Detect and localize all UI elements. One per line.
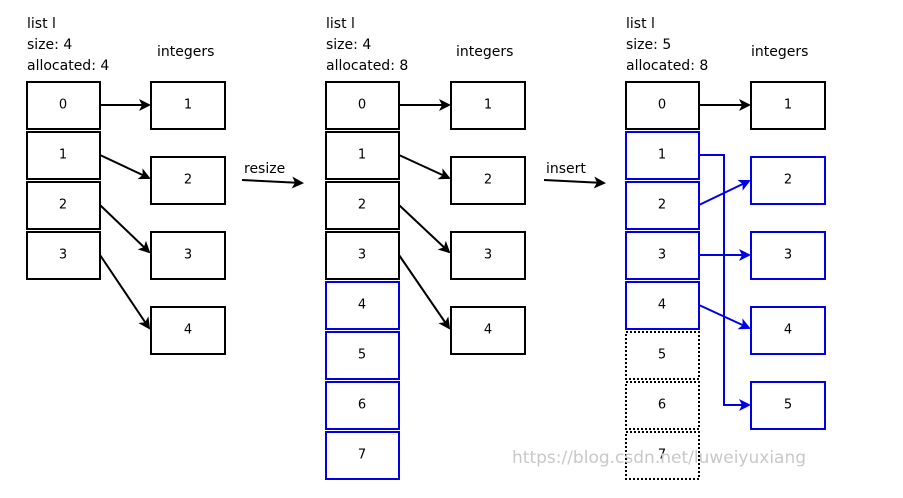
panel-2-header-size: size: 4 — [326, 37, 371, 53]
panel-3-int-2 — [750, 156, 826, 205]
panel-3-slot-2-label: 2 — [658, 198, 666, 213]
panel-1-arrow-3 — [99, 254, 151, 330]
panel-1-int-1-label: 1 — [184, 98, 192, 113]
panel-3-slot-3-label: 3 — [658, 248, 666, 263]
panel-1-slot-1-label: 1 — [59, 148, 67, 163]
panel-2-slot-0 — [325, 81, 400, 130]
panel-1-slot-0 — [26, 81, 101, 130]
panel-3-int-4 — [750, 306, 826, 355]
panel-3-int-5-label: 5 — [784, 398, 792, 413]
panel-1-arrow-1 — [99, 154, 151, 180]
panel-3-int-4-label: 4 — [784, 323, 792, 338]
panel-2-header-list: list l — [326, 16, 355, 32]
panel-3: list l size: 5 allocated: 8 integers 0 1… — [625, 16, 826, 480]
panel-2-arrow-2 — [398, 204, 451, 254]
panel-3-slot-5-label: 5 — [658, 348, 666, 363]
panel-3-slot-6-label: 6 — [658, 398, 666, 413]
panel-3-arrow-1 — [699, 154, 751, 411]
panel-3-slot-7-label: 7 — [658, 448, 666, 463]
panel-1-slot-2 — [26, 181, 101, 230]
panel-3-arrow-2 — [698, 179, 751, 206]
panel-3-header-size: size: 5 — [626, 37, 671, 53]
panel-3-slot-0-label: 0 — [658, 98, 666, 113]
panel-3-slot-0 — [625, 81, 700, 130]
panel-1-header-list: list l — [27, 16, 56, 32]
panel-2-arrow-3 — [398, 254, 451, 330]
panel-2-int-4-label: 4 — [484, 323, 492, 338]
panel-2-header-allocated: allocated: 8 — [326, 58, 408, 74]
panel-2-arrow-1 — [398, 154, 451, 180]
panel-3-slot-7 — [625, 431, 700, 480]
panel-2-slot-5-label: 5 — [358, 348, 366, 363]
panel-3-slot-6 — [625, 381, 700, 430]
panel-2-int-1-label: 1 — [484, 98, 492, 113]
panel-1-int-2 — [150, 156, 226, 205]
panel-1-slot-2-label: 2 — [59, 198, 67, 213]
panel-2-slot-6 — [325, 381, 400, 430]
panel-3-header-list: list l — [626, 16, 655, 32]
panel-2: list l size: 4 allocated: 8 integers 0 1… — [325, 16, 526, 480]
panel-2-slot-2 — [325, 181, 400, 230]
panel-2-slot-7 — [325, 431, 400, 480]
panel-2-slot-5 — [325, 331, 400, 380]
panel-2-slot-0-label: 0 — [358, 98, 366, 113]
panel-3-int-2-label: 2 — [784, 173, 792, 188]
panel-2-int-4 — [450, 306, 526, 355]
panel-1-integers-label: integers — [157, 44, 214, 60]
panel-1-int-4-label: 4 — [184, 323, 192, 338]
panel-1-arrow-2 — [99, 204, 151, 254]
panel-2-slot-4-label: 4 — [358, 298, 366, 313]
panel-3-slot-2 — [625, 181, 700, 230]
panel-1: list l size: 4 allocated: 4 integers 0 1… — [26, 16, 226, 355]
panel-2-int-3-label: 3 — [484, 248, 492, 263]
panel-2-int-2-label: 2 — [484, 173, 492, 188]
watermark: https://blog.csdn.net/luweiyuxiang — [512, 448, 806, 468]
panel-2-slot-1 — [325, 131, 400, 180]
panel-2-int-3 — [450, 231, 526, 280]
panel-1-header-size: size: 4 — [27, 37, 72, 53]
panel-2-slot-1-label: 1 — [358, 148, 366, 163]
panel-3-slot-3 — [625, 231, 700, 280]
panel-3-slot-1 — [625, 131, 700, 180]
panel-3-int-3-label: 3 — [784, 248, 792, 263]
panel-2-integers-label: integers — [456, 44, 513, 60]
panel-3-slot-4-label: 4 — [658, 298, 666, 313]
panel-1-slot-1 — [26, 131, 101, 180]
panel-1-int-1 — [150, 81, 226, 130]
panel-1-slot-0-label: 0 — [59, 98, 67, 113]
panel-2-slot-2-label: 2 — [358, 198, 366, 213]
panel-3-int-1-label: 1 — [784, 98, 792, 113]
panel-1-int-3 — [150, 231, 226, 280]
panel-3-header-allocated: allocated: 8 — [626, 58, 708, 74]
panel-3-slot-5 — [625, 331, 700, 380]
panel-2-slot-7-label: 7 — [358, 448, 366, 463]
panel-2-slot-3-label: 3 — [358, 248, 366, 263]
resize-label: resize — [244, 161, 285, 177]
panel-2-int-2 — [450, 156, 526, 205]
insert-label: insert — [546, 161, 586, 177]
panel-1-slot-3-label: 3 — [59, 248, 67, 263]
insert-arrow — [543, 176, 606, 189]
panel-2-slot-4 — [325, 281, 400, 330]
panel-3-arrow-4 — [698, 304, 751, 330]
panel-3-int-5 — [750, 381, 826, 430]
panel-1-int-3-label: 3 — [184, 248, 192, 263]
panel-1-header-allocated: allocated: 4 — [27, 58, 109, 74]
panel-3-slot-1-label: 1 — [658, 148, 666, 163]
panel-3-int-3 — [750, 231, 826, 280]
panel-2-slot-6-label: 6 — [358, 398, 366, 413]
panel-1-int-4 — [150, 306, 226, 355]
panel-3-integers-label: integers — [751, 44, 808, 60]
panel-3-int-1 — [750, 81, 826, 130]
resize-arrow — [241, 176, 304, 189]
panel-2-int-1 — [450, 81, 526, 130]
panel-1-int-2-label: 2 — [184, 173, 192, 188]
